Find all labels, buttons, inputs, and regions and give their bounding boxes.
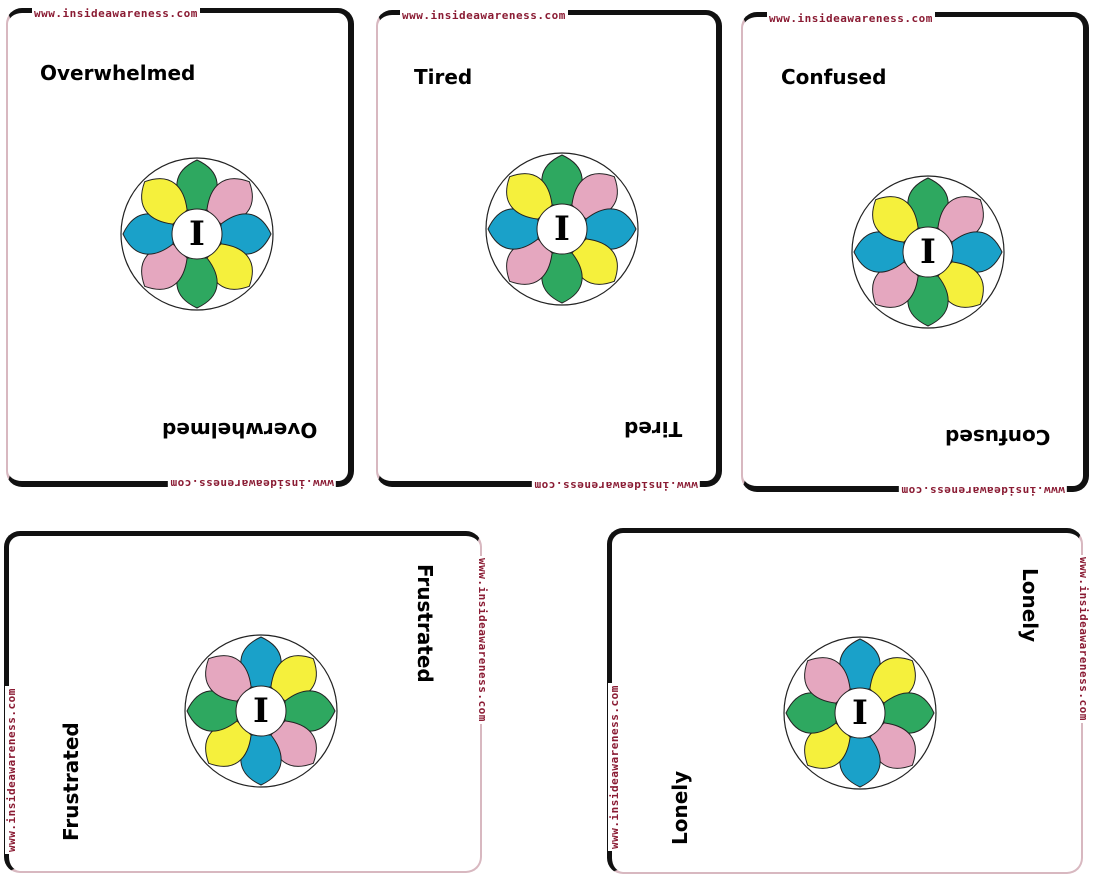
card-lonely: www.insideawareness.com Lonely I Lonely …: [607, 528, 1090, 874]
flower-letter: I: [253, 691, 269, 731]
flower-petal: [205, 655, 252, 702]
flower-emblem: I: [851, 175, 1005, 329]
card-tired: www.insideawareness.com Tired I Tired ww…: [376, 9, 722, 492]
card-label-bottom: Confused: [945, 425, 1051, 449]
card-label-left: Lonely: [668, 770, 692, 845]
flower-letter: I: [189, 214, 205, 254]
card-overwhelmed: www.insideawareness.com Overwhelmed I Ov…: [6, 7, 354, 490]
flower-emblem: I: [485, 152, 639, 306]
card-url-left: www.insideawareness.com: [608, 683, 621, 851]
flower-petal: [804, 657, 851, 704]
card-label-right: Lonely: [1018, 568, 1042, 643]
card-label-bottom: Tired: [624, 417, 683, 441]
card-label-bottom: Overwhelmed: [162, 418, 318, 442]
flower-emblem: I: [783, 636, 937, 790]
flower-letter: I: [852, 693, 868, 733]
flower-petal: [141, 178, 188, 225]
card-url-left: www.insideawareness.com: [5, 686, 18, 854]
card-url-right: www.insideawareness.com: [1077, 555, 1090, 723]
card-url-bottom: www.insideawareness.com: [899, 484, 1067, 497]
card-label-top: Confused: [781, 65, 887, 89]
flower-petal: [506, 173, 553, 220]
card-confused: www.insideawareness.com Confused I Confu…: [741, 12, 1089, 497]
flower-emblem: I: [184, 634, 338, 788]
flower-letter: I: [920, 232, 936, 272]
card-label-top: Overwhelmed: [40, 61, 196, 85]
card-frustrated: www.insideawareness.com Frustrated I Fru…: [4, 531, 489, 873]
flower-emblem: I: [120, 157, 274, 311]
card-url-top: www.insideawareness.com: [400, 9, 568, 22]
card-url-bottom: www.insideawareness.com: [532, 479, 700, 492]
card-url-top: www.insideawareness.com: [32, 7, 200, 20]
card-url-bottom: www.insideawareness.com: [168, 477, 336, 490]
card-label-right: Frustrated: [413, 564, 437, 683]
card-url-right: www.insideawareness.com: [476, 556, 489, 724]
flower-petal: [872, 196, 919, 243]
card-label-left: Frustrated: [59, 722, 83, 841]
flower-letter: I: [554, 209, 570, 249]
card-url-top: www.insideawareness.com: [767, 12, 935, 25]
card-label-top: Tired: [414, 65, 473, 89]
